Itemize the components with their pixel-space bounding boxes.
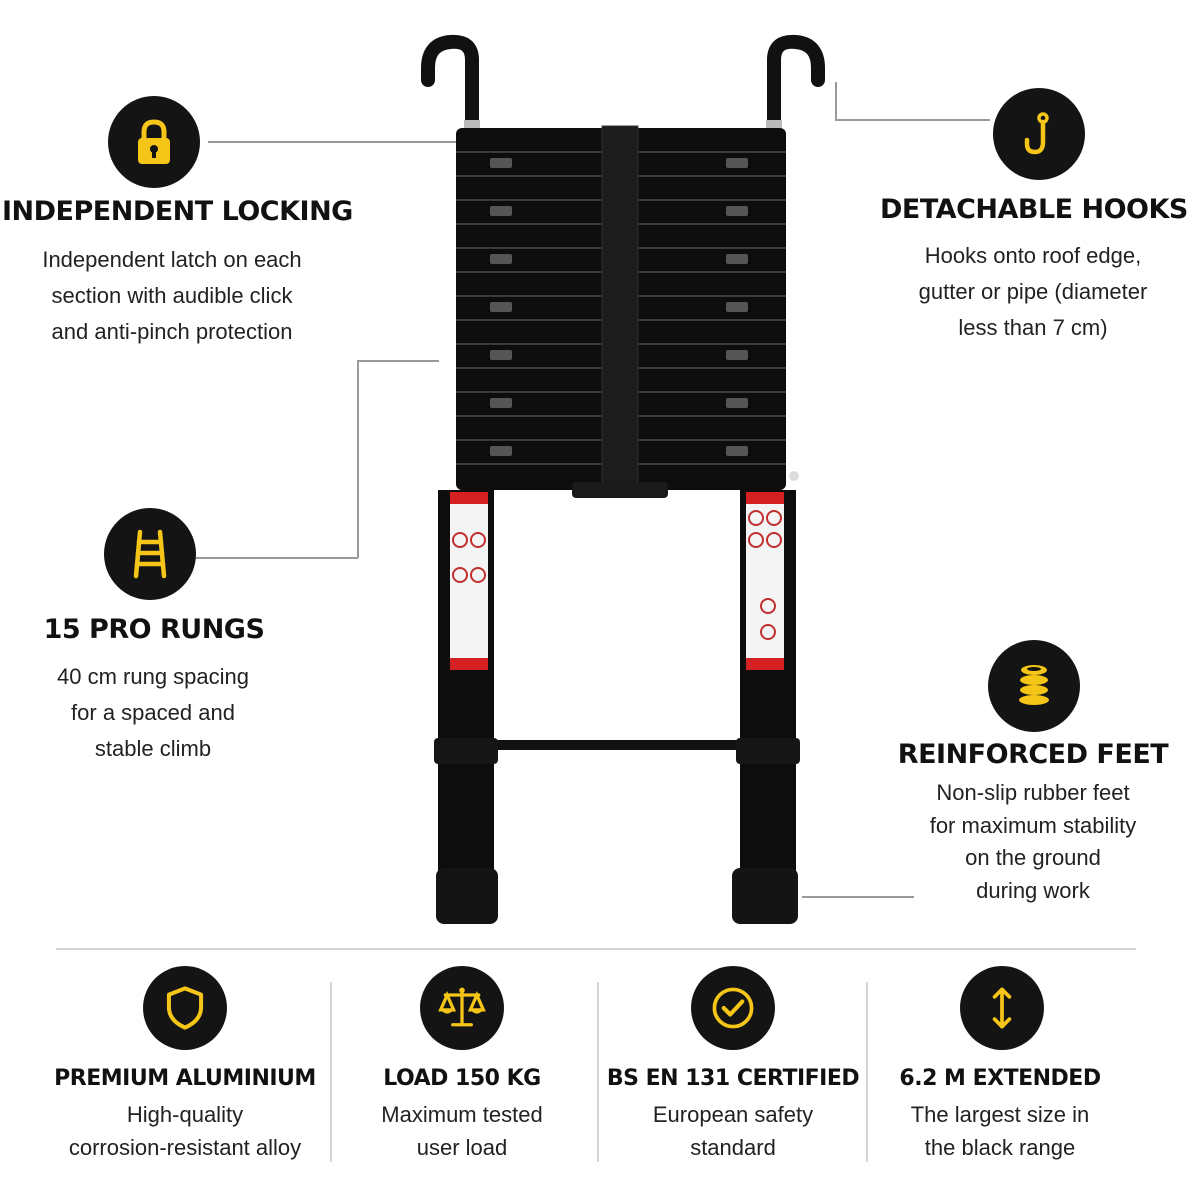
extended-description: The largest size in the black range: [910, 1102, 1090, 1160]
certified-description: European safety standard: [652, 1102, 814, 1160]
locking-title: INDEPENDENT LOCKING: [2, 196, 353, 227]
extended-title: 6.2 M EXTENDED: [899, 1066, 1101, 1091]
leader-line-rungs-vert: [357, 360, 359, 558]
hooks-description: Hooks onto roof edge, gutter or pipe (di…: [918, 243, 1148, 340]
bottom-column-divider-3: [866, 982, 868, 1162]
rungs-icon-badge: [104, 508, 196, 600]
feet-title: REINFORCED FEET: [897, 739, 1169, 770]
coil-spring-icon: [1019, 665, 1049, 705]
locking-description: Independent latch on each section with a…: [42, 247, 302, 344]
feet-description: Non-slip rubber feet for maximum stabili…: [929, 780, 1137, 903]
extended-icon-badge: [960, 966, 1044, 1050]
hooks-title: DETACHABLE HOOKS: [880, 194, 1188, 225]
feet-icon-badge: [988, 640, 1080, 732]
leader-line-rungs: [196, 557, 358, 559]
certified-icon-badge: [691, 966, 775, 1050]
leader-line-hooks-vert: [835, 82, 837, 120]
leader-line-locking: [208, 141, 458, 143]
bottom-column-divider-2: [597, 982, 599, 1162]
bottom-section-divider: [56, 948, 1136, 950]
padlock-icon: [138, 119, 170, 164]
bottom-column-divider-1: [330, 982, 332, 1162]
locking-icon-badge: [108, 96, 200, 188]
telescopic-ladder-illustration: [421, 34, 825, 924]
check-circle-icon: [712, 987, 754, 1029]
hooks-icon-badge: [993, 88, 1085, 180]
leader-line-rungs-top: [357, 360, 439, 362]
rungs-title: 15 PRO RUNGS: [43, 614, 265, 645]
load-title: LOAD 150 KG: [383, 1066, 541, 1091]
aluminium-title: PREMIUM ALUMINIUM: [54, 1066, 316, 1091]
hook-icon: [1024, 112, 1049, 155]
load-description: Maximum tested user load: [381, 1102, 543, 1160]
aluminium-icon-badge: [143, 966, 227, 1050]
shield-icon: [166, 986, 204, 1030]
ladder-icon: [133, 529, 167, 579]
leader-line-hooks: [835, 119, 990, 121]
vertical-arrows-icon: [992, 987, 1012, 1029]
load-icon-badge: [420, 966, 504, 1050]
scales-icon: [438, 987, 486, 1027]
rungs-description: 40 cm rung spacing for a spaced and stab…: [57, 664, 249, 761]
certified-title: BS EN 131 CERTIFIED: [606, 1066, 860, 1091]
aluminium-description: High-quality corrosion-resistant alloy: [68, 1102, 302, 1160]
leader-line-feet: [802, 896, 914, 898]
